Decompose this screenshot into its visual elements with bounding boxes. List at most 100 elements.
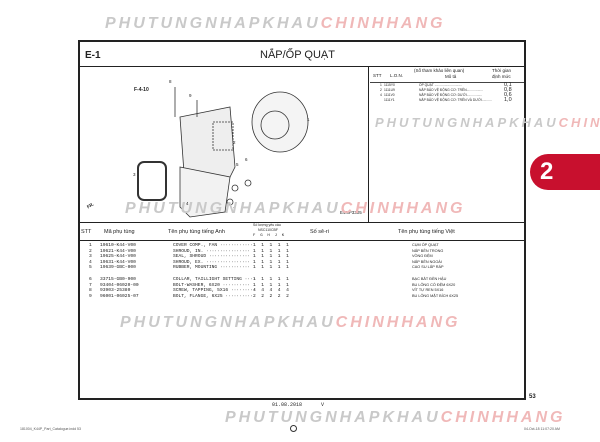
parts-header-code: Mã phụ tùng xyxy=(104,229,135,235)
rubber xyxy=(231,184,239,192)
part-en: SHROUD, IN. ················ xyxy=(173,248,251,254)
part-vn: NẮP BÊN TRONG xyxy=(412,248,444,253)
part-qty: 1 1 1 1 1 xyxy=(253,259,289,265)
divider xyxy=(78,222,526,223)
part-code: 93903-25380 xyxy=(100,288,131,294)
labor-stt: 1 xyxy=(380,83,382,87)
watermark-red: CHINHHANG xyxy=(440,409,566,426)
watermark: PHUTUNGNHAPKHAUCHINHHANG xyxy=(375,115,600,130)
section-code: E-1 xyxy=(85,50,101,61)
part-vn: NẮP BÊN NGOÀI xyxy=(412,259,442,264)
parts-header-stt: STT xyxy=(81,229,92,235)
part-stt: 2 xyxy=(89,248,92,254)
callout-3: 3 xyxy=(133,172,136,177)
diagram-code: E4NP3305 xyxy=(340,210,362,215)
part-vn: CAO SU LẮP RÁP xyxy=(412,265,444,270)
part-qty: 1 1 1 1 1 xyxy=(253,254,289,260)
divider xyxy=(78,240,526,241)
part-en: BOLT, FLANGE, 6X25 ·········· xyxy=(173,293,253,299)
labor-stt: 4 xyxy=(380,93,382,97)
parts-header-qty: Số lượng yêu cầu xyxy=(253,223,281,227)
callout-5: 5 xyxy=(236,162,239,167)
labor-desc: NẮP BẢO VỆ ĐỘNG CƠ: TRÊN................… xyxy=(419,88,484,92)
parts-row: 4 19631-K44-V00 SHROUD, EX. ··············… xyxy=(78,260,526,266)
parts-header-vn: Tên phụ tùng tiếng Việt xyxy=(398,229,455,235)
parts-header-en: Tên phụ tùng tiếng Anh xyxy=(168,229,225,235)
parts-header-types: F G H J K xyxy=(253,234,285,238)
fan-grille xyxy=(260,110,290,140)
labor-lon: 1115Y0 xyxy=(384,83,395,87)
watermark-gray: PHUTUNGNHAPKHAU xyxy=(105,15,321,32)
callout-9: 9 xyxy=(189,93,192,98)
bolt-washer xyxy=(226,198,234,206)
footer-rev: V xyxy=(321,402,325,408)
part-stt: 5 xyxy=(89,265,92,271)
ref-label: F-4-10 xyxy=(134,87,149,93)
part-en: SHROUD, EX. ················ xyxy=(173,259,251,265)
divider xyxy=(370,82,524,83)
page-title: NẮP/ỐP QUẠT xyxy=(260,49,335,61)
part-stt: 9 xyxy=(89,293,92,299)
part-code: 33715-GB0-900 xyxy=(100,276,136,282)
watermark-gray: PHUTUNGNHAPKHAU xyxy=(120,314,336,331)
part-stt: 3 xyxy=(89,254,92,260)
watermark-red: CHINHHANG xyxy=(558,115,600,130)
part-qty: 1 1 1 1 1 xyxy=(253,265,289,271)
fan-cover xyxy=(251,91,309,153)
parts-header-model: NSC110CBF xyxy=(258,228,278,232)
labor-stt: 2 xyxy=(380,88,382,92)
exploded-diagram xyxy=(137,87,309,218)
part-code: 19621-K44-V00 xyxy=(100,248,136,254)
labor-header-time: định mức xyxy=(492,74,511,79)
part-code: 19631-K44-V00 xyxy=(100,259,136,265)
part-stt: 8 xyxy=(89,288,92,294)
part-code: 19625-K44-V00 xyxy=(100,254,136,260)
labor-time: 0,1 xyxy=(504,82,512,88)
footer-file: 181004_K44P_Part_Catalogue.indd 53 xyxy=(20,427,81,431)
part-vn: BU LÔNG MẶT BÍCH 6X25 xyxy=(412,293,459,298)
labor-time: 1,0 xyxy=(504,97,512,103)
part-qty: 1 1 1 1 1 xyxy=(253,243,289,248)
registration-mark-icon xyxy=(290,425,297,432)
part-en: COLLAR, TAILLIGHT SETTING ···· xyxy=(173,276,256,282)
part-en: SEAL, SHROUD ··············· xyxy=(173,254,251,260)
callout-1: 1 xyxy=(307,117,310,122)
collar xyxy=(244,179,252,187)
labor-header-time-top: Thời gian xyxy=(492,68,511,73)
part-en: SCREW, TAPPING, 5X16 ········· xyxy=(173,288,256,294)
part-qty: 1 1 1 1 1 xyxy=(253,276,289,282)
watermark: PHUTUNGNHAPKHAUCHINHHANG xyxy=(105,15,445,33)
part-code: 19610-K44-V00 xyxy=(100,243,136,248)
part-vn: VÒNG ĐỆM xyxy=(412,254,433,259)
labor-lon: 1111V0 xyxy=(384,93,395,97)
part-vn: BU LÔNG CÓ ĐỆM 6X20 xyxy=(412,282,456,287)
part-qty: 2 2 2 2 2 xyxy=(253,293,289,299)
part-vn: BẠC BẮT ĐÈN HẬU xyxy=(412,276,447,281)
part-stt: 4 xyxy=(89,259,92,265)
page-number: 53 xyxy=(529,394,536,400)
part-qty: 1 1 1 1 1 xyxy=(253,248,289,254)
labor-desc: NẮP BẢO VỆ ĐỘNG CƠ: DƯỚI................… xyxy=(419,93,483,97)
part-qty: 4 4 4 4 4 xyxy=(253,288,289,294)
divider xyxy=(78,66,526,67)
watermark-gray: PHUTUNGNHAPKHAU xyxy=(225,409,441,426)
callout-6: 6 xyxy=(245,157,248,162)
parts-row: 3 19625-K44-V00 SEAL, SHROUD ·············… xyxy=(78,254,526,260)
seal-shroud xyxy=(137,161,167,201)
labor-desc: ỐP QUẠT .............................. xyxy=(419,83,463,87)
watermark-red: CHINHHANG xyxy=(320,15,446,32)
labor-header-desc-top: (Số tham khảo liên quan) xyxy=(414,68,465,73)
parts-row: 2 19621-K44-V00 SHROUD, IN. ··············… xyxy=(78,249,526,255)
labor-header-stt: STT xyxy=(373,73,382,78)
labor-lon: 1111U9 xyxy=(384,88,395,92)
parts-header-serial: Số sê-ri xyxy=(310,229,329,235)
watermark: PHUTUNGNHAPKHAUCHINHHANG xyxy=(120,314,460,332)
part-qty: 1 1 1 1 1 xyxy=(253,282,289,288)
chapter-tab[interactable]: 2 xyxy=(530,154,600,190)
